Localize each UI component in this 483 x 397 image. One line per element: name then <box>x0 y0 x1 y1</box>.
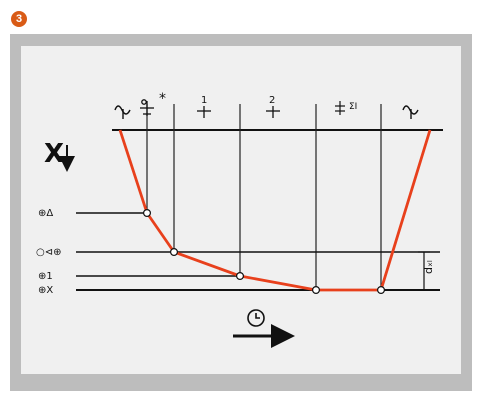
star-well-icon <box>140 99 154 116</box>
diagram-panel <box>21 46 461 374</box>
dimension-label: dₓₗ <box>422 260 435 274</box>
row-label-1: ⊕Δ <box>38 208 53 219</box>
trajectory-curve <box>118 129 432 292</box>
wave-hook-icon-right <box>402 105 419 119</box>
row-label-4: ⊕X <box>38 285 53 296</box>
row-label-2: ○⊲⊕ <box>36 247 61 258</box>
clock-icon <box>247 309 265 327</box>
fraction-two-text: 2 <box>269 95 275 106</box>
point-2 <box>170 248 179 257</box>
point-4 <box>312 286 321 295</box>
fraction-one-text: 1 <box>201 95 207 106</box>
fraction-two-icon <box>266 106 280 118</box>
sigma-icon <box>335 101 345 115</box>
row-label-3: ⊕1 <box>38 271 53 282</box>
sigma-symbol-text: ΣI <box>349 102 357 112</box>
point-5 <box>377 286 386 295</box>
wave-hook-icon <box>114 105 131 119</box>
point-1 <box>143 209 152 218</box>
fraction-one-icon <box>197 106 211 118</box>
step-number-badge: 3 <box>11 11 27 27</box>
point-3 <box>236 272 245 281</box>
axis-x-label: X <box>44 139 64 169</box>
star-symbol-text: * <box>159 91 166 107</box>
